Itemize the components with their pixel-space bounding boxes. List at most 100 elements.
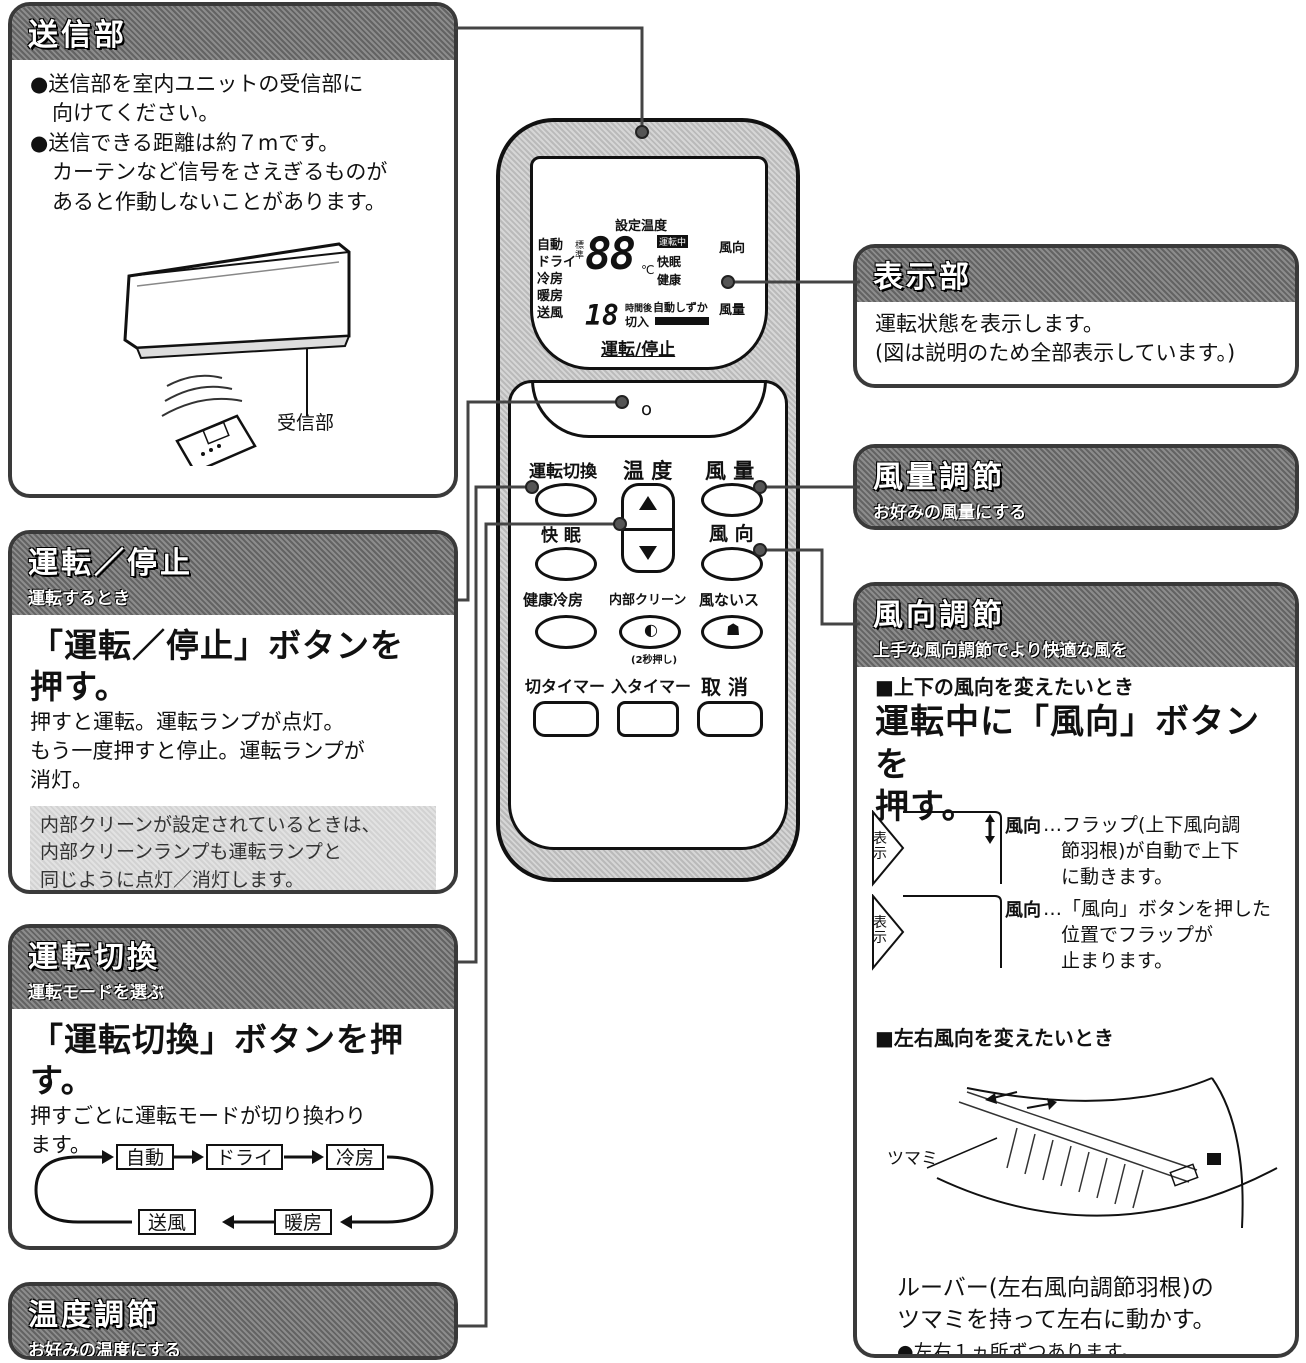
airflow-section1: ■上下の風向を変えたいとき [875,675,1134,699]
mode-button[interactable] [535,483,597,517]
airflow-item2-desc: …「風向」ボタンを押した 位置でフラップが 止まります。 [1043,896,1271,974]
mode-switch-body: 「運転切換」ボタンを押す。 押すごとに運転モードが切り換わり ます。 [12,1009,454,1170]
lcd-mode-cool: 冷房 [537,272,564,287]
label-nokaze: 風ないス [699,591,760,609]
lcd-health: 健康 [657,273,682,287]
lcd-sleep: 快眠 [657,255,682,269]
airflow-item1-label: 風向 [1005,816,1041,837]
airflow-item1-text2: 節羽根)が自動で上下 [1061,840,1240,862]
mode-dry: ドライ [206,1144,284,1170]
transmitter-line1b: 向けてください。 [52,101,220,126]
airflow-item1-text1: …フラップ(上下風向調 [1043,814,1241,836]
airflow-item1-desc: …フラップ(上下風向調 節羽根)が自動で上下 に動きます。 [1043,812,1240,890]
lcd-indicator-1 [872,810,1002,887]
airflow-headline2: 押す。 [875,787,977,827]
nokaze-icon: ☗ [726,620,741,639]
mode-switch-text2: ます。 [30,1132,91,1157]
sleep-button[interactable] [535,547,597,581]
airflow-header: 風向調節 上手な風向調節でより快適な風を [857,586,1295,667]
temp-subtitle: お好みの温度にする [28,1341,182,1360]
receiver-label: 受信部 [277,412,335,434]
fan-button[interactable] [701,483,763,517]
off-timer-button[interactable] [533,701,599,737]
airflow-text2: ツマミを持って左右に動かす。 [897,1307,1216,1333]
hold-note: (2秒押し) [631,655,678,666]
lcd-mode-auto: 自動 [537,238,564,253]
remote-control: 設定温度 自動 ドライ 冷房 暖房 送風 標準 88 ℃ 18 時間後 切入 運… [496,118,800,882]
airflow-item2-text3: 止まります。 [1061,950,1174,972]
label-off-timer: 切タイマー [525,677,606,696]
temp-arrows-icon [639,496,657,560]
fan-panel: 風量調節 お好みの風量にする [853,444,1299,530]
run-stop-headline: 「運転／停止」ボタンを押す。 [30,626,404,707]
on-timer-button[interactable] [617,701,679,737]
airflow-text1: ルーバー(左右風向調節羽根)の [897,1275,1214,1301]
airflow-button[interactable] [701,547,763,581]
button-area: o 運転切換 温 度 風 量 快 眠 風 向 健康冷房 内部クリーン 風ないス … [508,380,788,850]
label-mode: 運転切換 [529,462,597,482]
lcd-mode-fan: 送風 [537,306,564,321]
mode-cool: 冷房 [326,1144,385,1170]
run-stop-note2: 内部クリーンランプも運転ランプと [40,841,342,864]
run-stop-text1: 押すと運転。運転ランプが点灯。 [30,709,345,734]
run-stop-note: 内部クリーンが設定されているときは、 内部クリーンランプも運転ランプと 同じよう… [30,805,436,890]
fan-header: 風量調節 お好みの風量にする [857,448,1295,526]
label-temp: 温 度 [623,459,673,483]
lcd-tag-run: 運転中 [657,235,689,248]
label-on-timer: 入タイマー [611,677,692,696]
airflow-text3: 左右１ヵ所ずつあります。 [897,1336,1216,1354]
clean-button[interactable]: ◐ [619,615,681,649]
display-panel: 表示部 運転状態を表示します。 (図は説明のため全部表示しています。) [853,244,1299,388]
lcd-timer-label2: 切入 [625,315,650,329]
airflow-louver-text: ルーバー(左右風向調節羽根)の ツマミを持って左右に動かす。 左右１ヵ所ずつあり… [897,1272,1216,1354]
mode-fan: 送風 [138,1209,197,1235]
cancel-button[interactable] [697,701,763,737]
temp-title: 温度調節 [28,1298,160,1333]
fan-title: 風量調節 [873,460,1005,495]
louver-illustration [926,1077,1278,1229]
display-header: 表示部 [857,248,1295,302]
temp-button[interactable] [621,483,675,573]
transmitter-line1: 送信部を室内ユニットの受信部に [30,70,436,99]
lcd-indicator-2 [872,894,1002,971]
airflow-item2-text1: …「風向」ボタンを押した [1043,898,1272,920]
lcd-auto-quiet: 自動しずか [653,301,708,314]
airflow-panel: 風向調節 上手な風向調節でより快適な風を ■上下の風向を変えたいとき 運転中に「… [853,582,1299,1358]
lcd-airflow: 風向 [719,241,746,256]
clean-icon: ◐ [644,620,658,639]
display-body: 運転状態を表示します。 (図は説明のため全部表示しています。) [857,302,1295,379]
temp-header: 温度調節 お好みの温度にする [12,1286,454,1360]
display-title: 表示部 [873,260,972,295]
lcd-fan-volume: 風量 [719,303,746,318]
display-text2: (図は説明のため全部表示しています。) [875,341,1236,366]
lcd-timer-label1: 時間後 [625,304,653,314]
transmitter-body: 送信部を室内ユニットの受信部に 向けてください。 送信できる距離は約７mです。 … [12,60,454,227]
run-stop-header: 運転／停止 運転するとき [12,534,454,615]
airflow-subtitle: 上手な風向調節でより快適な風を [873,641,1128,661]
display-tag-1: 表示 [873,831,887,862]
run-led: o [641,399,653,420]
lcd-window: 設定温度 自動 ドライ 冷房 暖房 送風 標準 88 ℃ 18 時間後 切入 運… [530,156,768,370]
lcd-digits: 88 [585,229,636,280]
run-stop-text3: 消灯。 [30,768,93,793]
mode-switch-subtitle: 運転モードを選ぶ [28,983,164,1003]
airflow-body: ■上下の風向を変えたいとき 運転中に「風向」ボタンを 押す。 [857,667,1295,839]
airflow-item2-text2: 位置でフラップが [1061,924,1214,946]
label-fan: 風 量 [705,459,755,483]
mode-auto: 自動 [116,1144,175,1170]
run-stop-note1: 内部クリーンが設定されているときは、 [40,813,381,836]
label-cancel: 取 消 [701,675,748,699]
run-stop-body: 「運転／停止」ボタンを押す。 押すと運転。運転ランプが点灯。 もう一度押すと停止… [12,615,454,890]
nokaze-button[interactable]: ☗ [701,615,763,649]
lcd-mode-heat: 暖房 [537,289,564,304]
display-tag-2: 表示 [873,915,887,946]
indoor-unit-illustration [123,242,351,466]
transmitter-panel: 送信部 送信部を室内ユニットの受信部に 向けてください。 送信できる距離は約７m… [8,2,458,498]
transmitter-line2b: カーテンなど信号をさえぎるものが [52,160,388,185]
lcd-timer-digits: 18 [585,299,619,332]
mode-cycle-arrows [34,1150,434,1229]
health-cool-button[interactable] [535,615,597,649]
run-stop-title: 運転／停止 [28,546,193,581]
label-clean: 内部クリーン [609,593,687,608]
lcd-unit: ℃ [641,263,655,277]
